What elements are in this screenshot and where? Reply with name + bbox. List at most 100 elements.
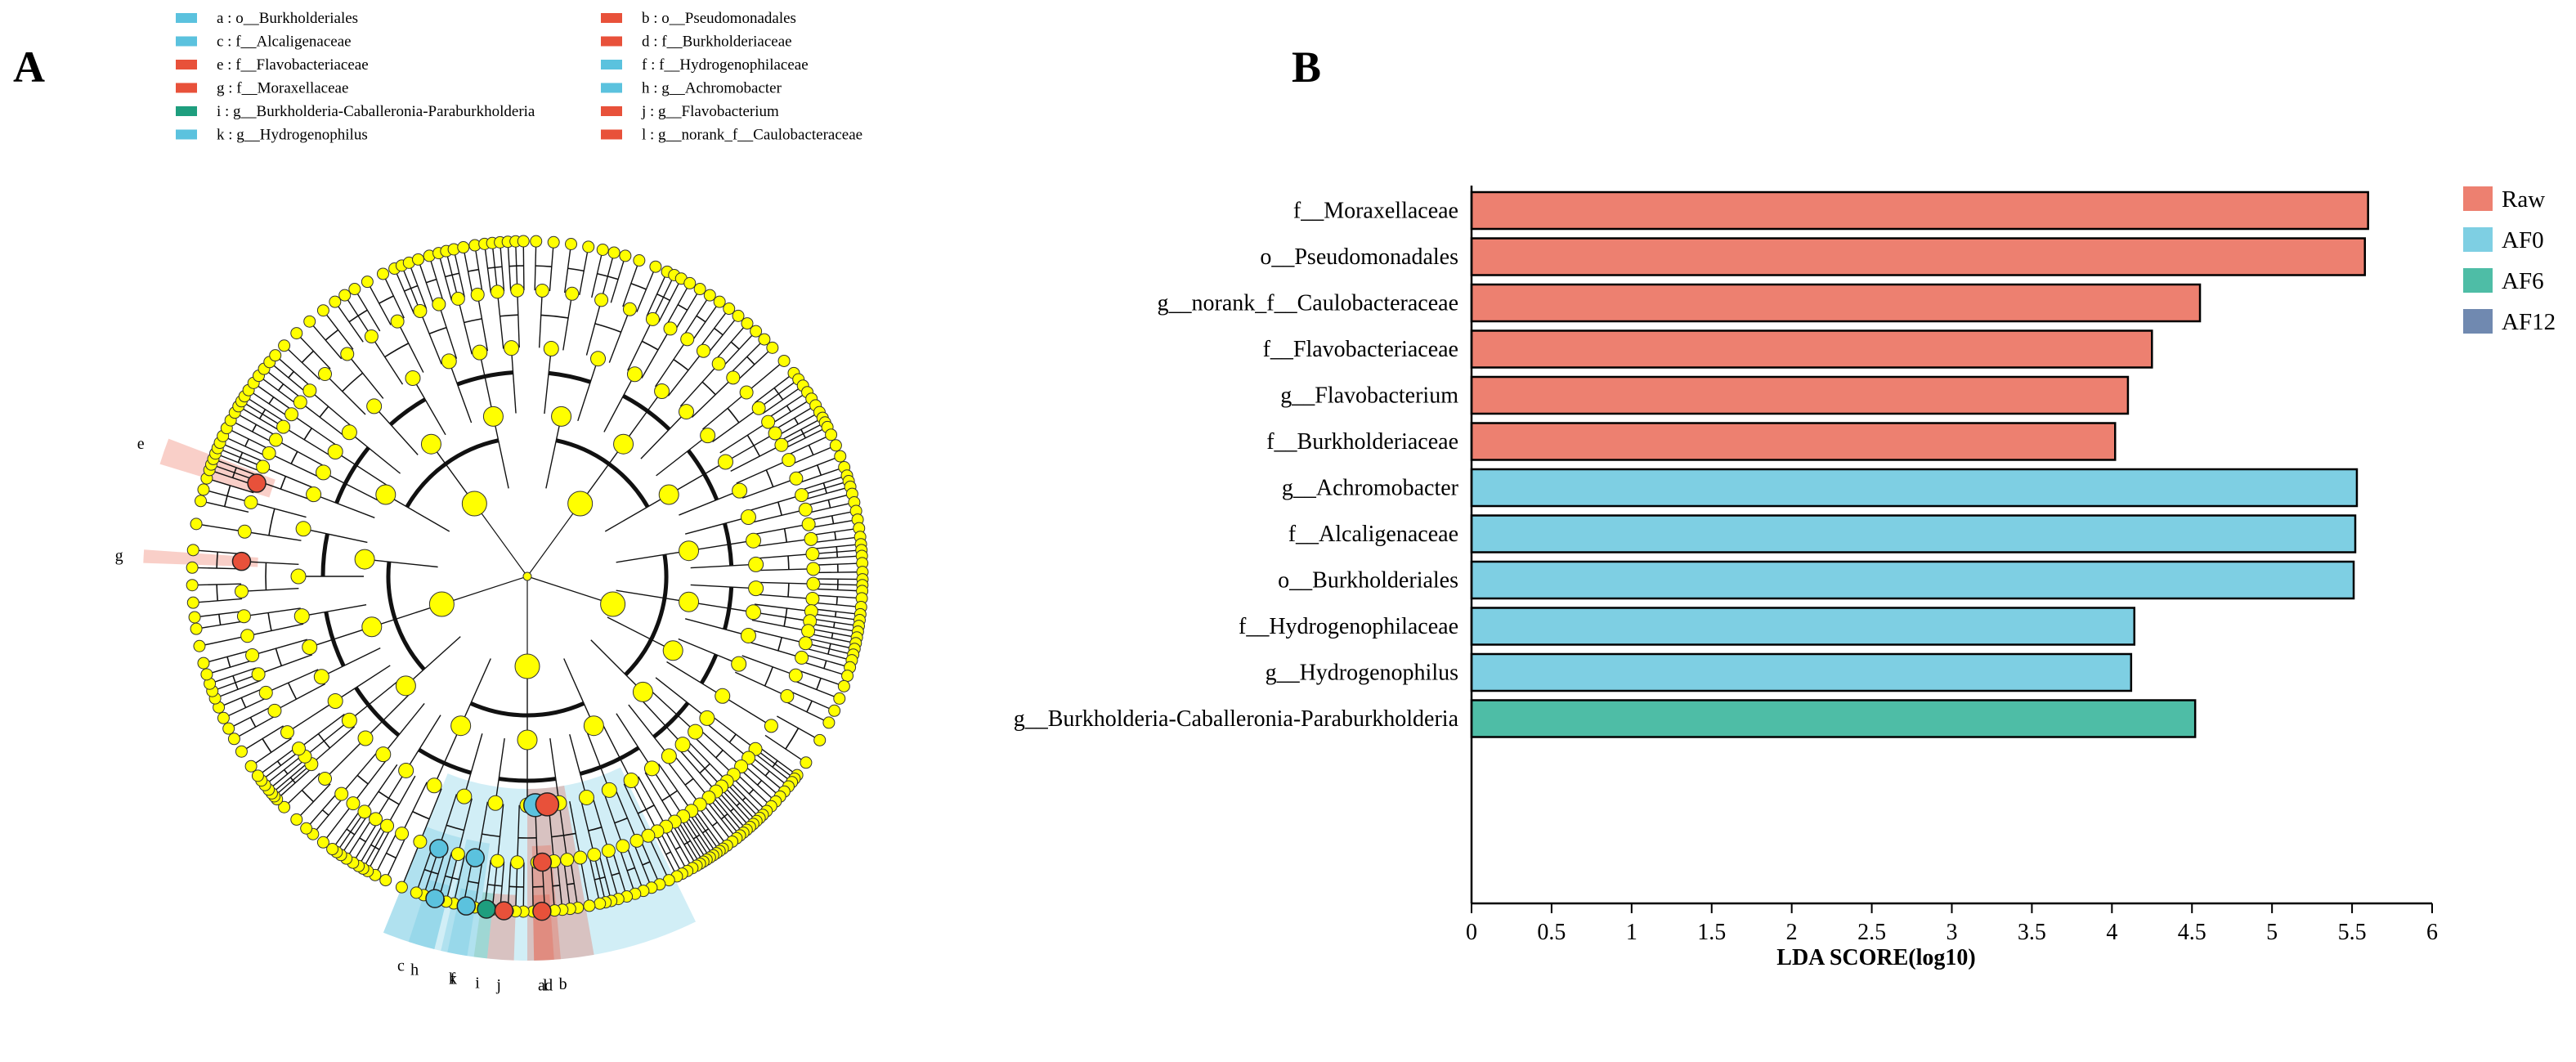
taxon-node [223,723,235,734]
clade-legend-swatch [176,83,197,93]
taxon-node [584,900,595,912]
taxon-node [574,851,587,864]
taxon-node [602,782,616,797]
branch-line [755,594,813,598]
branch-arc [832,516,834,524]
branch-line [667,661,723,696]
branch-line [365,764,397,812]
taxon-node [701,428,715,443]
branch-line [687,741,727,782]
branch-arc [697,316,706,321]
lda-category-label: f__Moraxellaceae [1293,199,1458,224]
lda-bar [1472,239,2365,276]
branch-line [401,266,419,311]
branch-line [720,422,768,453]
branch-line [497,292,503,349]
taxon-node [187,544,199,556]
branch-line [535,241,536,290]
taxon-node [488,795,503,810]
taxon-node [588,848,601,861]
branch-line [544,349,551,414]
branch-line [383,274,404,318]
taxon-node [358,805,371,818]
branch-line [691,585,756,588]
branch-arc [253,424,257,432]
branch-line [759,379,799,408]
branch-arc [278,761,281,765]
branch-arc [227,656,231,667]
branch-line [341,814,368,855]
taxon-node [217,712,229,724]
branch-line [477,294,487,351]
branch-arc [535,266,552,267]
branch-line [755,373,794,402]
branch-line [685,518,748,535]
clade-letter: l [543,977,548,995]
taxon-node [807,577,820,590]
lda-legend-swatch [2463,268,2493,293]
taxon-node [341,347,354,361]
taxon-node [823,717,835,728]
clade-legend-label: h : g__Achromobacter [642,80,782,97]
taxon-node [252,668,265,681]
branch-arc [758,781,762,786]
branch-arc [291,451,298,464]
branch-line [303,529,367,543]
taxon-node [328,445,343,459]
clade-legend-swatch [176,130,197,140]
lda-bar [1472,608,2135,645]
taxon-node [535,284,549,297]
branch-arc [280,477,285,490]
taxon-node [317,305,329,316]
branch-line [807,639,855,649]
taxon-node [688,724,703,739]
branch-line [683,295,710,336]
clade-legend-swatch [601,13,622,23]
taxon-node [749,581,764,596]
branch-arc [276,648,281,665]
branch-arc [413,812,429,819]
taxon-node [544,342,558,356]
branch-arc [685,778,693,785]
branch-arc [795,418,798,424]
branch-line [765,735,806,762]
taxon-node [799,637,812,650]
branch-line [791,446,836,464]
taxon-node [268,704,281,717]
lda-category-label: f__Hydrogenophilaceae [1239,614,1458,639]
clade-legend-label: c : f__Alcaligenaceae [217,34,352,51]
biomarker-node [535,793,558,816]
branch-line [413,379,446,435]
branch-line [692,302,719,342]
branch-line [292,414,339,447]
branch-line [523,863,524,912]
clade-legend-swatch [601,83,622,93]
taxon-node [396,881,407,893]
branch-line [813,579,862,580]
branch-line [746,760,784,792]
taxon-node [457,789,472,804]
branch-line [746,642,801,658]
branch-line [359,823,383,866]
branch-arc [631,284,647,289]
taxon-node [795,651,809,664]
branch-line [493,416,508,488]
branch-line [314,495,375,518]
branch-line [742,478,796,498]
branch-line [756,582,813,584]
taxon-node [804,532,818,545]
branch-line [461,658,491,725]
taxon-node [361,276,373,288]
taxon-node [491,854,504,867]
biomarker-node [495,902,513,920]
clade-legend-swatch [176,106,197,116]
lda-bar [1472,654,2131,691]
taxon-node [279,340,290,352]
branch-arc [250,718,255,728]
branch-line [355,289,380,331]
branch-line [321,648,380,677]
taxon-node [491,285,504,298]
branch-line [750,509,805,522]
taxon-node [292,742,305,755]
branch-line [244,397,286,423]
